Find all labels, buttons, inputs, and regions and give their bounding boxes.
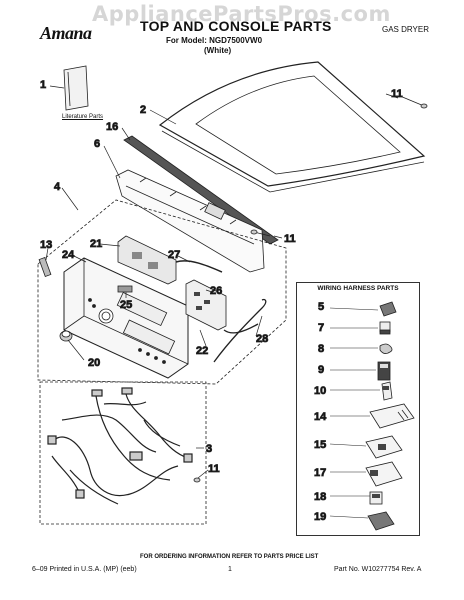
console-panel xyxy=(63,257,189,379)
button-part xyxy=(117,285,133,293)
literature-label: Literature Parts xyxy=(62,114,104,120)
callout-15: 15 xyxy=(314,439,326,451)
callout-21: 21 xyxy=(90,238,102,250)
ordering-note: FOR ORDERING INFORMATION REFER TO PARTS … xyxy=(140,554,319,560)
literature-booklet xyxy=(63,65,89,111)
callout-8: 8 xyxy=(318,343,324,355)
callout-9: 9 xyxy=(318,364,324,376)
module-harness xyxy=(213,298,267,363)
callout-17: 17 xyxy=(314,467,326,479)
callout-16: 16 xyxy=(106,121,118,133)
console-assembly-outline xyxy=(37,199,287,385)
product-type: GAS DRYER xyxy=(382,25,429,34)
page-title: TOP AND CONSOLE PARTS xyxy=(140,18,332,34)
callout-11c: 11 xyxy=(208,463,220,475)
wh-part-10 xyxy=(381,381,393,401)
page-number: 1 xyxy=(228,566,232,573)
wiring-harness-box xyxy=(296,282,420,536)
wiring-harness-title: WIRING HARNESS PARTS xyxy=(317,285,399,292)
watermark: AppliancePartsPros.com xyxy=(92,2,391,26)
wh-part-15 xyxy=(365,435,403,459)
model-line: For Model: NGD7500VW0 xyxy=(166,36,263,45)
callout-10: 10 xyxy=(314,385,326,397)
callout-6: 6 xyxy=(94,138,100,150)
callout-4: 4 xyxy=(54,181,61,193)
wh-part-18 xyxy=(369,491,383,505)
wh-part-19 xyxy=(367,511,395,531)
callout-25: 25 xyxy=(120,299,132,311)
callout-18: 18 xyxy=(314,491,326,503)
brand-logo: Amana xyxy=(40,23,92,43)
callout-2: 2 xyxy=(140,104,146,116)
callout-20: 20 xyxy=(88,357,100,369)
callout-19: 19 xyxy=(314,511,326,523)
main-wiring-harness xyxy=(47,387,193,505)
screw-top-right xyxy=(399,95,428,109)
callout-27: 27 xyxy=(168,249,180,261)
callout-28: 28 xyxy=(256,333,268,345)
callout-13: 13 xyxy=(40,239,52,251)
callout-26: 26 xyxy=(210,285,222,297)
wh-part-14 xyxy=(369,403,415,429)
callout-14: 14 xyxy=(314,411,327,423)
screw-harness xyxy=(193,477,201,483)
control-board xyxy=(117,235,177,285)
callout-5: 5 xyxy=(318,301,324,313)
electronic-module xyxy=(185,279,227,331)
knob xyxy=(59,330,73,342)
callout-1: 1 xyxy=(40,79,46,91)
wh-part-9 xyxy=(377,361,391,381)
callout-3: 3 xyxy=(206,443,212,455)
wh-part-7 xyxy=(379,321,391,335)
part-number: Part No. W10277754 Rev. A xyxy=(334,566,422,573)
print-info: 6–09 Printed in U.S.A. (MP) (eeb) xyxy=(32,566,137,573)
harness-outline xyxy=(39,381,207,525)
wh-part-8 xyxy=(379,343,393,354)
callout-7: 7 xyxy=(318,322,324,334)
wh-part-17 xyxy=(365,461,403,487)
console-harness xyxy=(175,260,223,273)
callout-11a: 11 xyxy=(391,88,403,100)
screw-bracket xyxy=(250,229,271,237)
top-panel xyxy=(158,61,426,193)
leader-lines xyxy=(45,85,399,479)
callout-24: 24 xyxy=(62,249,75,261)
console-clip xyxy=(38,257,52,277)
color-label: (White) xyxy=(204,46,232,55)
wh-leader-lines xyxy=(329,307,380,519)
callout-11b: 11 xyxy=(284,233,296,245)
callout-22: 22 xyxy=(196,345,208,357)
wh-part-5 xyxy=(379,301,397,317)
